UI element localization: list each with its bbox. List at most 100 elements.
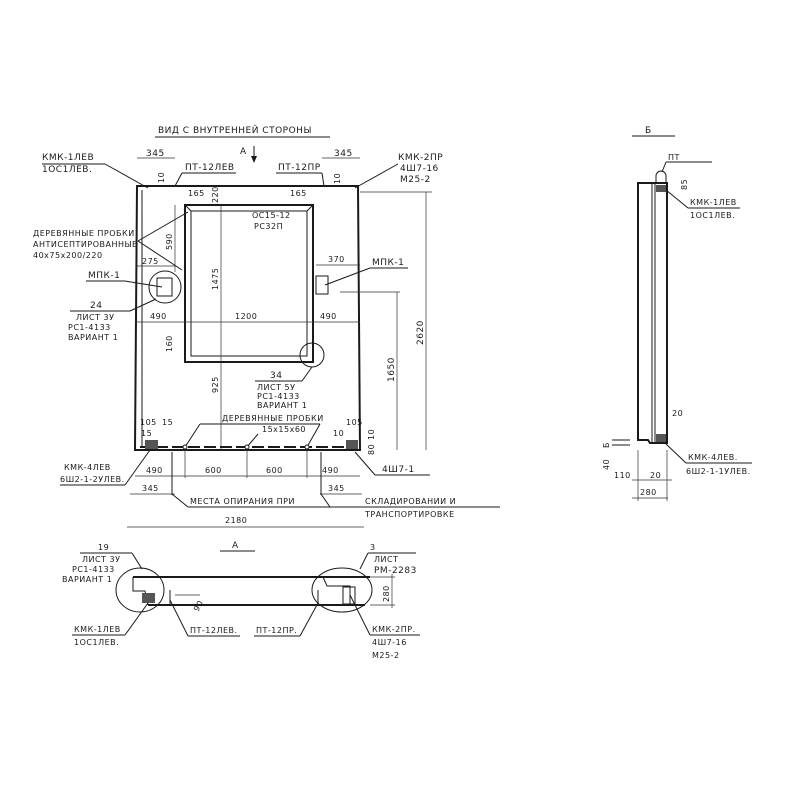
ref3-series: РМ-2283 [374, 566, 417, 576]
leader-line [359, 552, 369, 570]
dim-20-bottom: 20 [650, 471, 661, 480]
mpk-left-label: МПК-1 [88, 271, 120, 281]
kmk1-section-embed [142, 593, 155, 603]
side-view: Б ПТ 85 КМК-1ЛЕВ 1ОС1ЛЕВ. 20 КМК-4ЛЕВ. 6… [602, 126, 752, 501]
mpk-right-label: МПК-1 [372, 258, 404, 268]
ref24-sheet: ЛИСТ 3У [76, 313, 114, 322]
leader-line [354, 451, 376, 476]
side-kmk1-sub: 1ОС1ЛЕВ. [690, 211, 735, 220]
leader-line [169, 599, 189, 637]
dim-280-side: 280 [640, 488, 657, 497]
ref24-series: РС1-4133 [68, 323, 111, 332]
section-a-title: А [232, 541, 239, 551]
leader-line [174, 172, 183, 187]
dim-10-left: 10 [157, 172, 166, 183]
dim-600-a: 600 [205, 466, 222, 475]
ref24-num: 24 [90, 301, 102, 311]
support-text-3: ТРАНСПОРТИРОВКЕ [364, 510, 455, 519]
dim-345-bottom-right: 345 [328, 484, 345, 493]
leader-line [171, 493, 189, 508]
dim-165-right: 165 [290, 189, 307, 198]
section-pt12-right: ПТ-12ПР. [256, 626, 297, 635]
leader-line [131, 552, 143, 570]
side-view-title: Б [645, 126, 652, 136]
lifting-loop [655, 170, 667, 183]
window-frame-corner [306, 204, 314, 212]
wood-plugs-bottom-size: 15х15х60 [262, 425, 306, 434]
dim-2180: 2180 [225, 516, 247, 525]
sh7-label: 4Ш7-1 [382, 465, 415, 475]
ref24-variant: ВАРИАНТ 1 [68, 333, 118, 342]
arrow-head-icon [251, 156, 257, 163]
kmk1-sub: 1ОС1ЛЕВ. [42, 165, 92, 175]
leader-line [299, 602, 319, 637]
side-panel-outline [637, 182, 668, 444]
dim-10-vertical: 10 [367, 429, 376, 440]
dim-280-section: 280 [382, 585, 391, 602]
kmk1-label: КМК-1ЛЕВ [42, 153, 94, 163]
wood-plugs-size: 40х75х200/220 [33, 251, 103, 260]
kmk4-label: КМК-4ЛЕВ [64, 463, 111, 472]
ref19-sheet: ЛИСТ 3У [82, 555, 120, 564]
leader-line [306, 423, 321, 448]
leader-line [124, 602, 149, 636]
wood-plug [304, 444, 310, 450]
pt12-right-label: ПТ-12ПР [278, 163, 321, 173]
dim-590: 590 [165, 233, 174, 250]
side-kmk4-label: КМК-4ЛЕВ. [688, 453, 738, 462]
detail-circle-3 [311, 567, 373, 613]
dim-105-right: 105 [346, 418, 363, 427]
leader-line [664, 442, 687, 464]
ref34-variant: ВАРИАНТ 1 [257, 401, 307, 410]
kmk1-side-embed [656, 185, 666, 192]
leader-line [665, 189, 689, 209]
section-a: А 19 ЛИСТ 3У РС1-4133 ВАРИАНТ 1 3 ЛИСТ Р… [62, 541, 420, 660]
dim-160: 160 [165, 335, 174, 352]
section-pt12-left: ПТ-12ЛЕВ. [190, 626, 238, 635]
dim-275: 275 [142, 257, 159, 266]
kmk2-section-embed [342, 586, 356, 605]
front-view-title: ВИД С ВНУТРЕННЕЙ СТОРОНЫ [158, 124, 312, 136]
leader-line [137, 240, 183, 271]
dim-110: 110 [614, 471, 631, 480]
wood-plug [244, 444, 250, 450]
dim-345-bottom-left: 345 [142, 484, 159, 493]
ref34-sheet: ЛИСТ 5У [257, 383, 295, 392]
side-kmk4-sub: 6Ш2-1-1УЛЕВ. [686, 467, 751, 476]
window-mark-2: РС32П [254, 222, 283, 231]
dim-90: 90 [192, 599, 205, 613]
dim-85: 85 [680, 179, 689, 190]
dim-1475: 1475 [211, 268, 220, 290]
dim-105-left: 105 [140, 418, 157, 427]
section-mark-a: А [240, 147, 247, 157]
sh7-embed [346, 440, 358, 449]
front-view: ВИД С ВНУТРЕННЕЙ СТОРОНЫ А ОС15-12 РС32П… [33, 124, 500, 528]
section-kmk1-label: КМК-1ЛЕВ [74, 625, 121, 634]
ref3-num: 3 [370, 543, 376, 552]
dim-490-bottom-right: 490 [322, 466, 339, 475]
dim-345-top-right: 345 [334, 149, 353, 159]
dim-10-bottom: 10 [333, 429, 344, 438]
ref19-num: 19 [98, 543, 109, 552]
pt12-left-label: ПТ-12ЛЕВ [185, 163, 235, 173]
support-text-1: МЕСТА ОПИРАНИЯ ПРИ [190, 497, 295, 506]
dim-80: 80 [367, 444, 376, 455]
b-mark: Б [602, 442, 611, 448]
wood-plugs-bottom-label: ДЕРЕВЯННЫЕ ПРОБКИ [222, 414, 324, 423]
dim-1200: 1200 [235, 312, 257, 321]
pt-label: ПТ [668, 153, 680, 162]
ref19-variant: ВАРИАНТ 1 [62, 575, 112, 584]
dim-20-side: 20 [672, 409, 683, 418]
dim-40: 40 [602, 459, 611, 470]
kmk4-embed [145, 440, 158, 449]
leader-line [354, 163, 399, 189]
leader-line [124, 449, 151, 486]
window-frame-corner [184, 204, 192, 212]
dim-2620: 2620 [416, 320, 426, 345]
dim-600-b: 600 [266, 466, 283, 475]
mpk-left-embed [156, 277, 173, 297]
dim-490-right: 490 [320, 312, 337, 321]
leader-line [324, 267, 371, 286]
kmk2-sub2: М25-2 [400, 175, 431, 185]
